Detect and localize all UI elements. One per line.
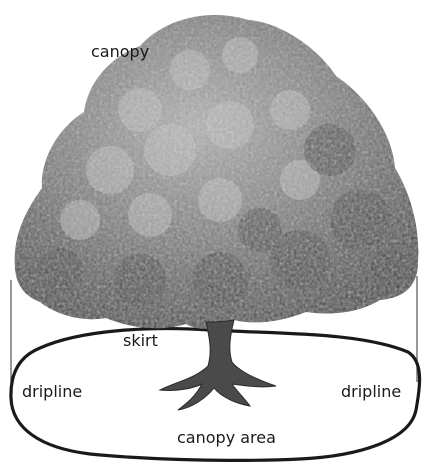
label-canopy-area: canopy area [177,430,276,446]
tree-foliage [15,15,419,329]
label-canopy: canopy [91,44,149,60]
label-skirt: skirt [123,333,158,349]
label-dripline-right: dripline [341,384,401,400]
label-dripline-left: dripline [22,384,82,400]
